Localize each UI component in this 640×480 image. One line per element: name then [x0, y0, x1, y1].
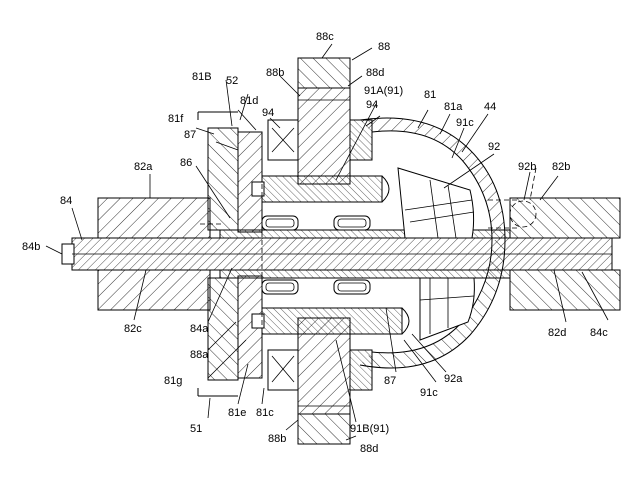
label-52: 52 [226, 75, 238, 87]
label-91B: 91B(91) [350, 423, 389, 435]
label-84a: 84a [190, 323, 209, 335]
label-82b: 82b [552, 161, 570, 173]
label-92b: 92b [518, 161, 536, 173]
label-81g: 81g [164, 375, 182, 387]
needle-bearings [219, 215, 511, 295]
label-88d-top: 88d [366, 67, 384, 79]
reference-labels: 88c 88 88d 88b 81B 52 91A(91) 81 81d 94 … [22, 31, 608, 455]
label-91A: 91A(91) [364, 85, 403, 97]
casing-81B [197, 111, 239, 397]
label-86: 86 [180, 157, 192, 169]
label-88c: 88c [316, 31, 334, 43]
label-81c: 81c [256, 407, 274, 419]
label-84b: 84b [22, 241, 40, 253]
label-91c-top: 91c [456, 117, 474, 129]
label-88a: 88a [190, 349, 209, 361]
ring-gear-92 [397, 167, 475, 341]
right-shaft-82b [509, 197, 621, 311]
leader-lines [45, 43, 609, 441]
axle-84 [61, 237, 613, 271]
center-dash-lines [200, 160, 263, 350]
label-81a: 81a [444, 101, 463, 113]
dashed-pin-92b [488, 167, 537, 229]
label-84: 84 [60, 195, 72, 207]
label-88: 88 [378, 41, 390, 53]
label-88d-bot: 88d [360, 443, 378, 455]
label-82d: 82d [548, 327, 566, 339]
label-92: 92 [488, 141, 500, 153]
label-81d: 81d [240, 95, 258, 107]
label-91c-bot: 91c [420, 387, 438, 399]
bearing-94-bottom [267, 349, 373, 391]
label-87-bot: 87 [384, 375, 396, 387]
label-81B: 81B [192, 71, 212, 83]
label-92a: 92a [444, 373, 463, 385]
label-88b-top: 88b [266, 67, 284, 79]
pinion-shaft-91B [251, 307, 410, 335]
label-87-top: 87 [184, 129, 196, 141]
label-81f: 81f [168, 113, 184, 125]
label-51: 51 [190, 423, 202, 435]
label-94-left: 94 [262, 107, 274, 119]
label-82a: 82a [134, 161, 153, 173]
label-84c: 84c [590, 327, 608, 339]
label-81e: 81e [228, 407, 246, 419]
label-44: 44 [484, 101, 496, 113]
bearing-block-87 [237, 131, 263, 379]
bearing-94-top [267, 119, 373, 161]
label-94-right: 94 [366, 99, 378, 111]
label-88b-bot: 88b [268, 433, 286, 445]
pinion-shaft-91A [251, 175, 390, 203]
label-81: 81 [424, 89, 436, 101]
label-82c: 82c [124, 323, 142, 335]
